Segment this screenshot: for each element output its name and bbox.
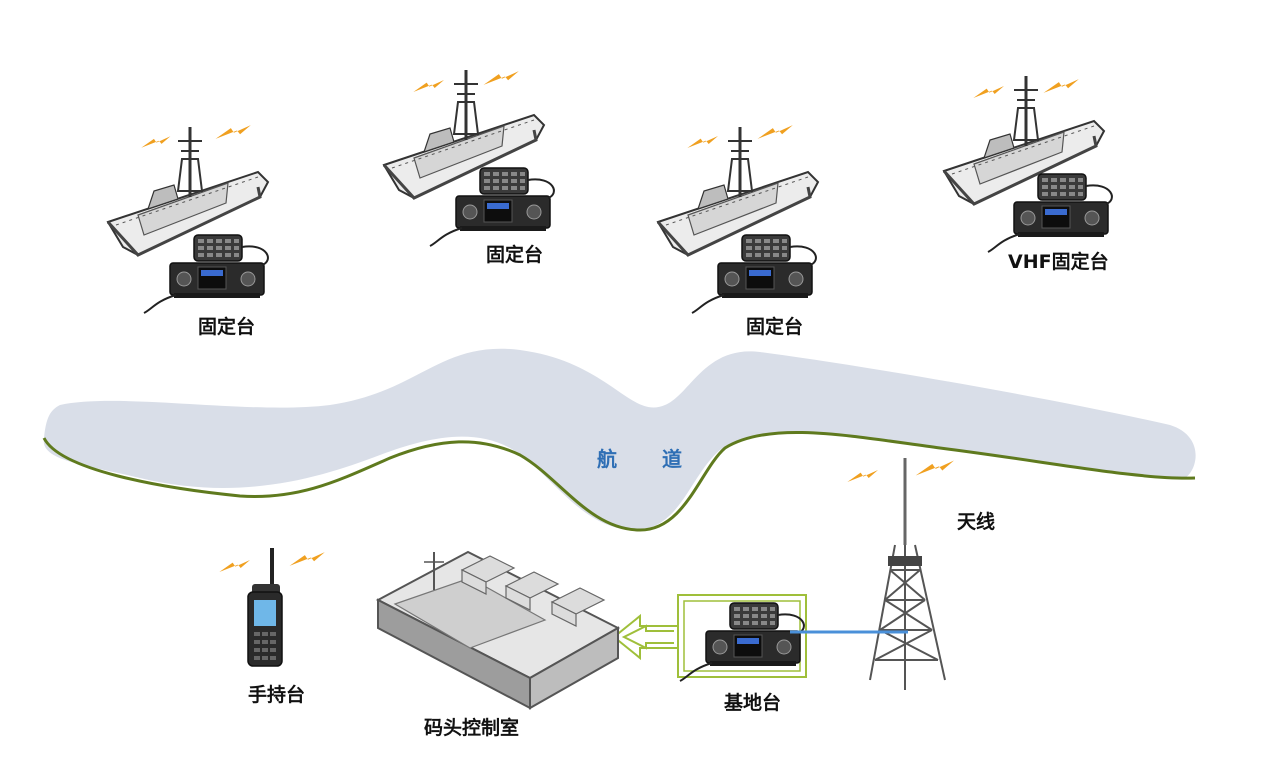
- radio-wave-icon: [219, 560, 250, 572]
- radio-wave-icon: [847, 470, 878, 482]
- radio-wave-icon: [973, 86, 1004, 98]
- ship-4-label: VHF固定台: [1008, 251, 1109, 273]
- radio-wave-icon: [289, 552, 325, 566]
- radio-wave-icon: [915, 460, 954, 476]
- radio-wave-icon: [757, 125, 793, 139]
- fixed-radio-icon: [691, 234, 817, 314]
- link-arrow: [612, 613, 678, 661]
- dock-control-room: [375, 550, 621, 710]
- ship-icon: [106, 125, 270, 257]
- base-radio-icon: [679, 602, 805, 682]
- antenna-tower: [847, 458, 954, 690]
- radio-wave-icon: [1043, 79, 1079, 93]
- radio-wave-icon: [215, 125, 251, 139]
- ship-icon: [656, 125, 820, 257]
- ship-station-4: [942, 74, 1113, 253]
- radio-wave-icon: [413, 80, 444, 92]
- channel-shape: [43, 348, 1196, 530]
- antenna-label: 天线: [957, 511, 996, 533]
- ship-3-label: 固定台: [746, 316, 804, 338]
- ship-1-label: 固定台: [198, 316, 256, 338]
- ship-station-1: [106, 125, 270, 314]
- radio-wave-icon: [141, 136, 171, 148]
- control-room-label: 码头控制室: [424, 717, 520, 739]
- channel-label-char-1: 航: [597, 447, 617, 471]
- ship-2-label: 固定台: [486, 244, 544, 266]
- handheld-label: 手持台: [248, 684, 306, 706]
- base-station: [677, 594, 908, 682]
- handheld-radio: [219, 548, 325, 667]
- ship-station-3: [656, 125, 820, 314]
- radio-wave-icon: [483, 71, 519, 85]
- ship-station-2: [382, 68, 555, 247]
- channel-label-char-2: 道: [662, 447, 682, 471]
- fixed-radio-icon: [143, 234, 269, 314]
- radio-wave-icon: [687, 136, 718, 148]
- base-station-label: 基地台: [724, 692, 782, 714]
- channel-shoreline: [42, 430, 1196, 532]
